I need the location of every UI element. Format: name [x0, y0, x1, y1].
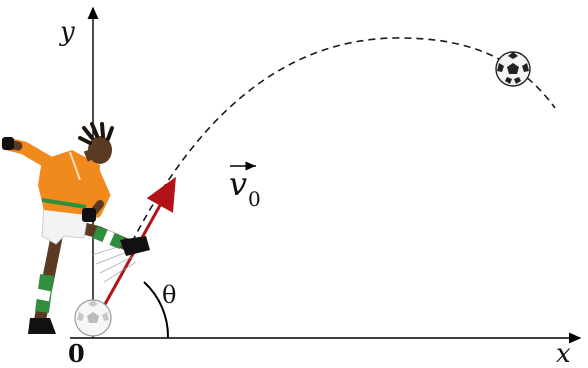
angle-arc [143, 281, 170, 339]
trajectory-path [131, 37, 556, 243]
soccer-ball-icon [495, 51, 531, 87]
x-axis-label: x [556, 339, 571, 368]
angle-label: θ [162, 281, 176, 309]
origin-label: 0 [68, 339, 85, 368]
soccer-player-figure [1, 122, 150, 334]
y-axis-label: y [59, 17, 75, 47]
svg-text:v: v [229, 165, 247, 203]
soccer-ball-start-icon [74, 299, 112, 337]
velocity-label: v 0 [229, 161, 261, 211]
svg-text:0: 0 [248, 187, 261, 211]
